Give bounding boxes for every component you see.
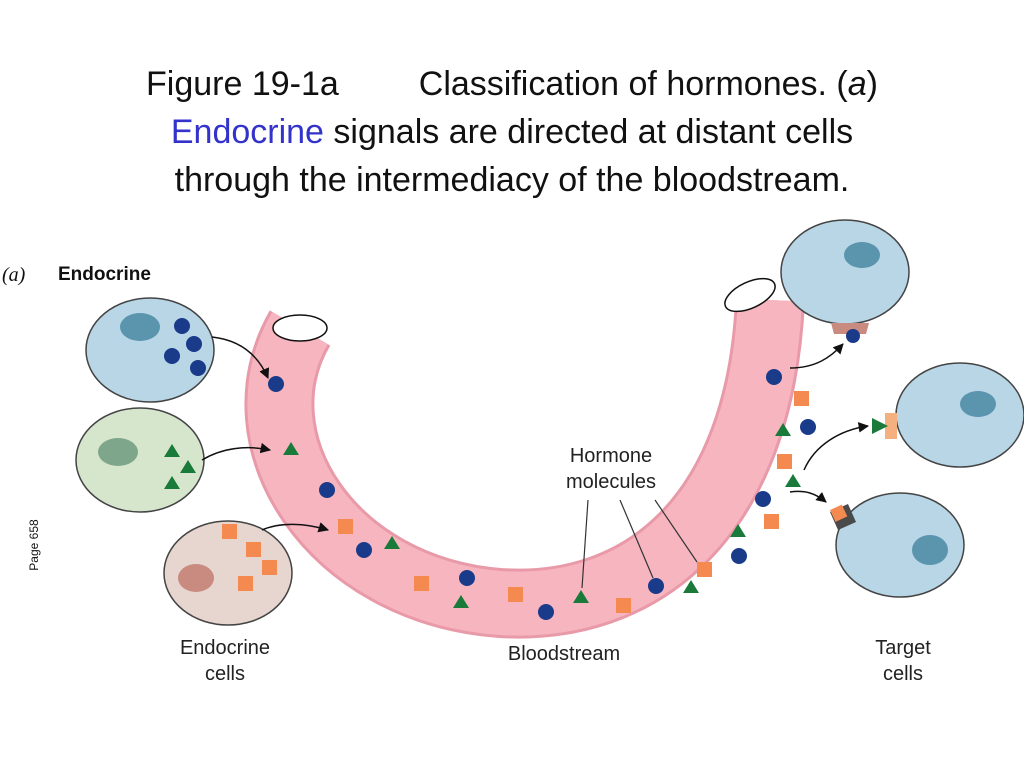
target-arrow-3 — [789, 490, 827, 503]
vessel-opening-right — [724, 277, 776, 313]
caption-line-1: Figure 19-1a Classification of hormones. … — [40, 60, 984, 108]
target-cell-circle-receptor — [780, 219, 910, 343]
caption-title-italic: a — [847, 65, 867, 103]
caption-highlight-word: Endocrine — [170, 113, 324, 151]
endocrine-cell-triangles — [75, 407, 205, 513]
endocrine-cells-label-line-2: cells — [205, 663, 245, 685]
caption-line-2-rest: signals are directed at distant cells — [323, 113, 854, 151]
bloodstream-label: Bloodstream — [508, 643, 620, 665]
hormone-label-line-2: molecules — [566, 471, 656, 493]
target-cell-square-receptor — [830, 492, 965, 598]
secretion-arrow-3 — [261, 522, 330, 533]
hormone-molecules — [268, 369, 816, 620]
target-cell-triangle-receptor — [872, 362, 1024, 468]
endocrine-cell-squares — [163, 520, 293, 626]
bloodstream-vessel-fill — [247, 298, 802, 636]
figure-label: Figure 19-1a — [146, 65, 339, 103]
endocrine-cell-circles — [85, 297, 215, 403]
hormone-pointer-lines — [581, 499, 698, 589]
caption-line-3: through the intermediacy of the bloodstr… — [174, 161, 850, 199]
secretion-arrow-1 — [211, 336, 270, 379]
secretion-arrow-2 — [201, 442, 272, 461]
caption-title-close: ) — [866, 65, 878, 103]
panel-title: Endocrine — [58, 264, 151, 285]
target-arrow-1 — [789, 343, 844, 369]
target-arrow-2 — [803, 422, 870, 471]
caption-title-start: Classification of hormones. ( — [418, 65, 848, 103]
target-cells-label-line-1: Target — [875, 637, 931, 659]
endocrine-cells-label-line-1: Endocrine — [180, 637, 270, 659]
hormone-label-line-1: Hormone — [570, 445, 652, 467]
figure-caption: Figure 19-1a Classification of hormones. … — [40, 60, 984, 204]
target-cells-label-line-2: cells — [883, 663, 923, 685]
panel-letter: (a) — [2, 264, 26, 286]
vessel-opening-left — [272, 314, 328, 342]
caption-line-2: Endocrine signals are directed at distan… — [40, 108, 984, 156]
